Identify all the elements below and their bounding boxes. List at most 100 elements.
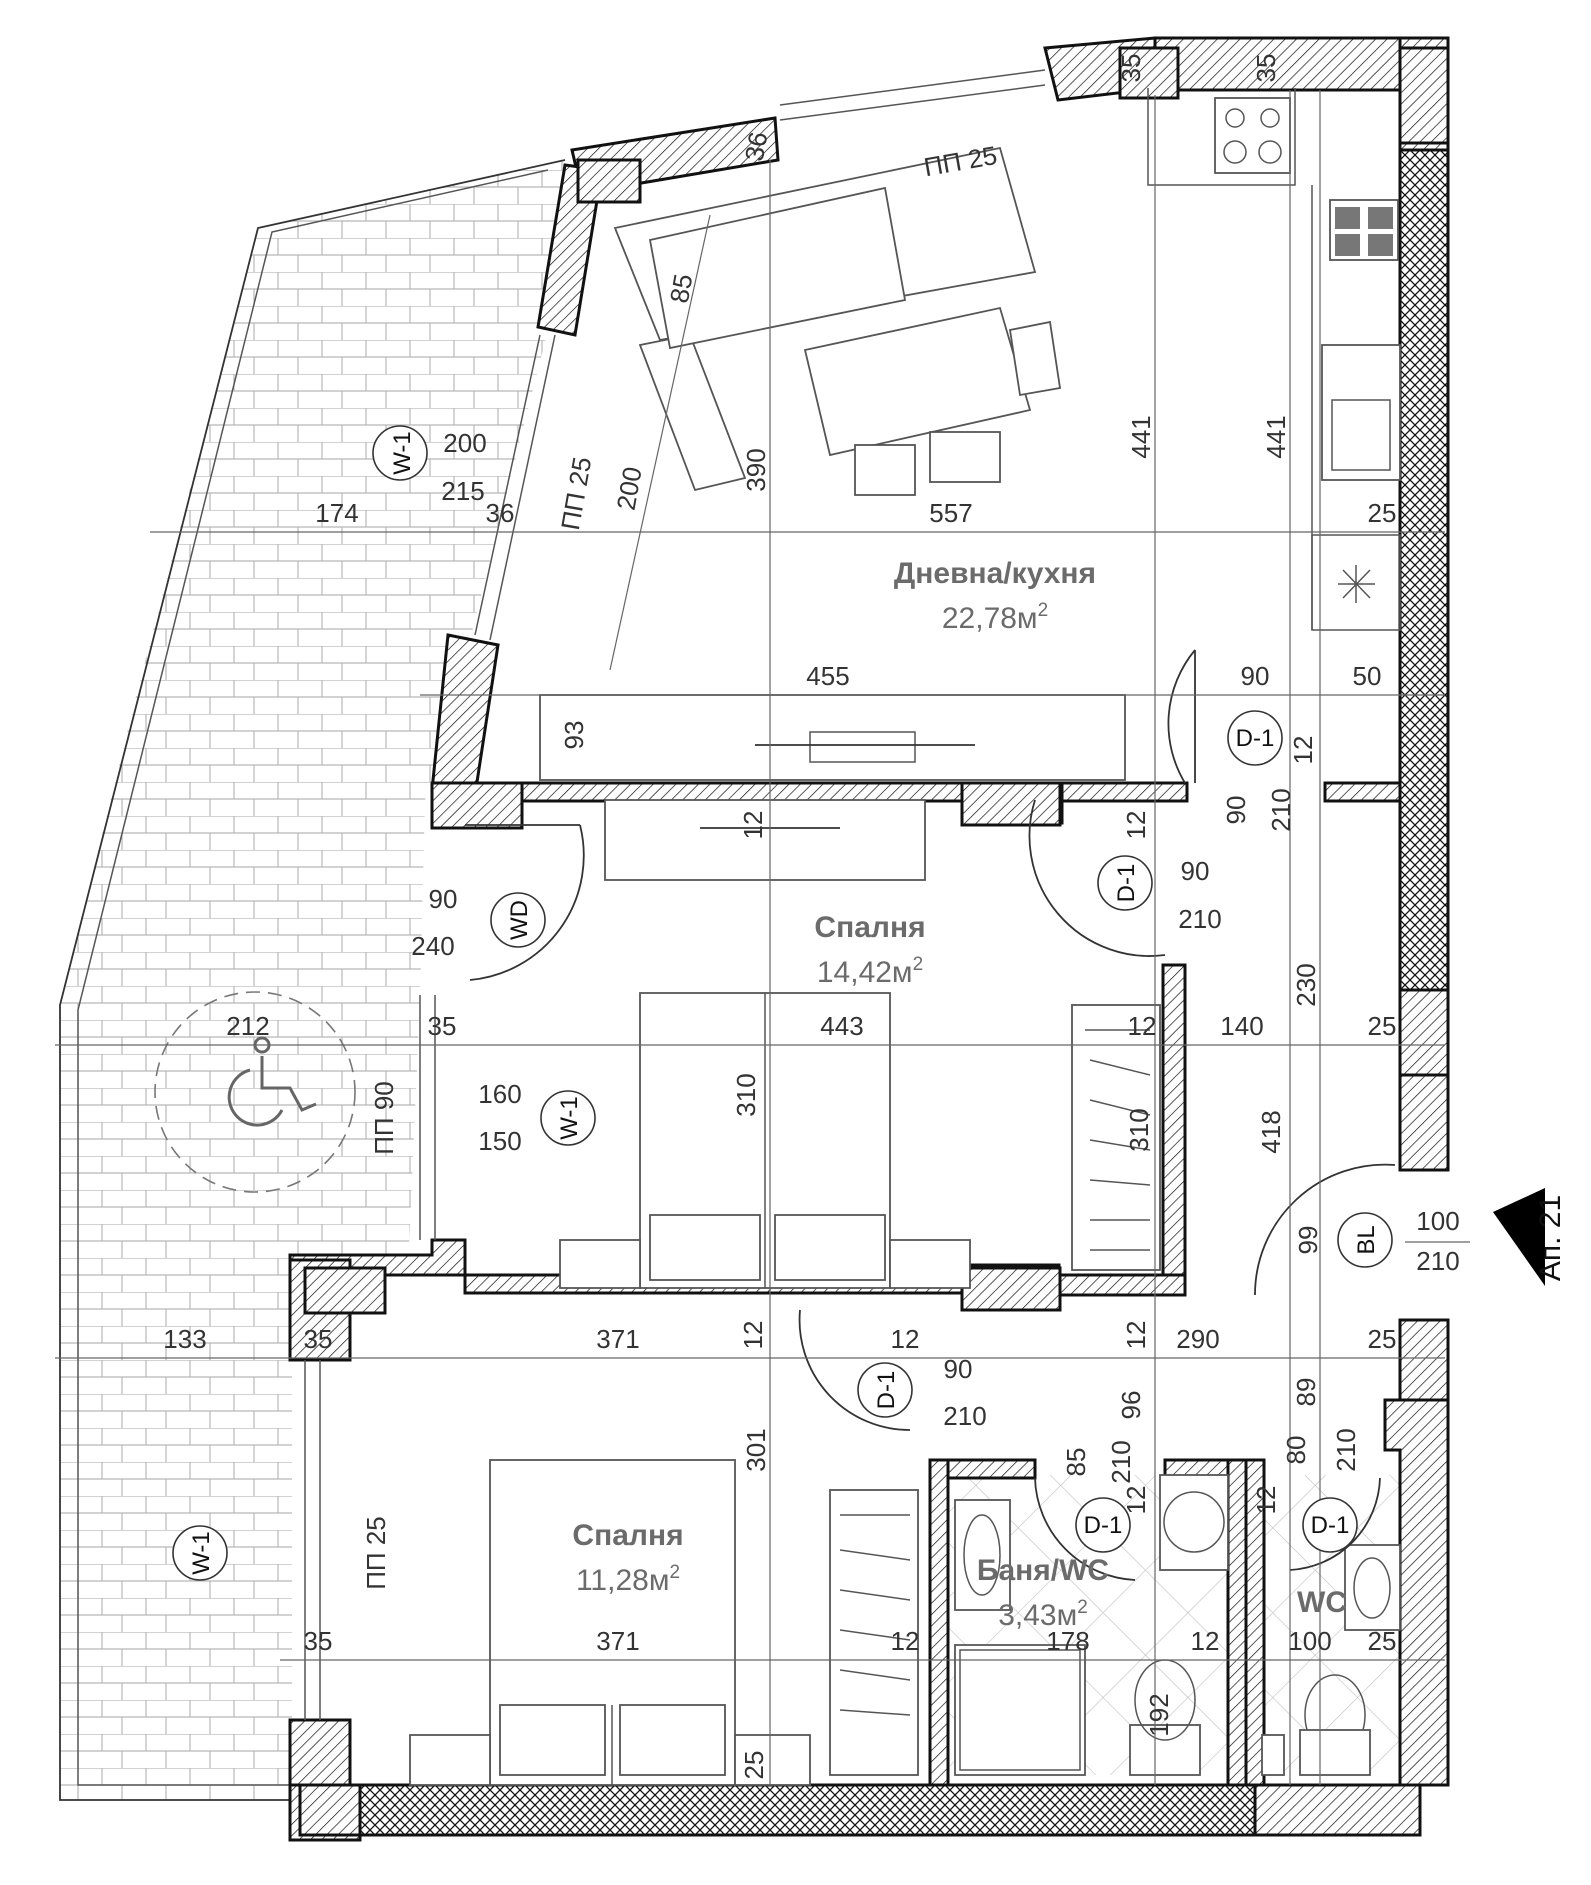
dimension-label: 310 — [731, 1073, 761, 1116]
dimension-label: 240 — [411, 931, 454, 961]
dimension-label: 25 — [1368, 498, 1397, 528]
dimension-label: 25 — [739, 1751, 769, 1780]
tag-w1-a: W-1 — [389, 431, 416, 475]
dimension-label: 200 — [611, 464, 648, 512]
dimension-label: 455 — [806, 661, 849, 691]
dimension-label: 140 — [1220, 1011, 1263, 1041]
dimension-label: 441 — [1126, 415, 1156, 458]
dimension-label: 90 — [944, 1354, 973, 1384]
dimension-label: 441 — [1261, 415, 1291, 458]
tag-pp25-c: ПП 25 — [361, 1516, 391, 1590]
dimension-label: 12 — [1121, 1486, 1151, 1515]
bedroom1-furniture — [559, 799, 1161, 1289]
dimension-label: 80 — [1281, 1436, 1311, 1465]
dimension-label: 133 — [163, 1324, 206, 1354]
tag-d1-e: D-1 — [1311, 1512, 1350, 1539]
dimension-label: 12 — [1251, 1486, 1281, 1515]
dimension-label: 90 — [1181, 856, 1210, 886]
dimension-label: 371 — [596, 1324, 639, 1354]
tag-d1-a: D-1 — [1236, 725, 1275, 752]
dimension-label: 178 — [1046, 1626, 1089, 1656]
dimension-labels: 174 557 25 36 200 215 200 390 441 441 85… — [163, 54, 1470, 1780]
dimension-label: 96 — [1116, 1391, 1146, 1420]
dimension-label: 90 — [1221, 796, 1251, 825]
dimension-label: 90 — [429, 884, 458, 914]
tag-pp90: ПП 90 — [369, 1081, 399, 1155]
dimension-label: 418 — [1256, 1110, 1286, 1153]
dimension-label: 390 — [741, 448, 771, 491]
dimension-label: 85 — [1061, 1448, 1091, 1477]
apartment-reference: Ап. 21 — [1493, 1188, 1567, 1286]
dimension-label: 99 — [1293, 1226, 1323, 1255]
room-name-bath: Баня/WC — [977, 1554, 1109, 1587]
dimension-label: 35 — [304, 1626, 333, 1656]
dimension-label: 100 — [1288, 1626, 1331, 1656]
dimension-label: 36 — [486, 498, 515, 528]
room-name-bedroom1: Спалня — [814, 911, 925, 944]
dimension-label: 36 — [739, 130, 774, 164]
sofa — [613, 146, 1037, 492]
tv-cabinet — [539, 694, 1126, 781]
dimension-label: 12 — [1191, 1626, 1220, 1656]
dimension-label: 12 — [1121, 1321, 1151, 1350]
dimension-label: 35 — [1116, 54, 1146, 83]
dimension-label: 12 — [1288, 736, 1318, 765]
room-area-living: 22,78м2 — [942, 600, 1048, 635]
room-name-bedroom2: Спалня — [572, 1519, 683, 1552]
dimension-label: 12 — [738, 1321, 768, 1350]
dimension-label: 290 — [1176, 1324, 1219, 1354]
tag-w1-b: W-1 — [556, 1096, 583, 1140]
window-lines — [304, 69, 1046, 1720]
dimension-label: 12 — [738, 811, 768, 840]
dimension-label: 215 — [441, 476, 484, 506]
dimension-label: 174 — [315, 498, 358, 528]
dimension-label: 210 — [1416, 1246, 1459, 1276]
bath-fixtures — [954, 1474, 1229, 1776]
dimension-label: 12 — [1128, 1011, 1157, 1041]
dimension-label: 100 — [1416, 1206, 1459, 1236]
arrow-icon — [1493, 1188, 1545, 1286]
dimension-label: 210 — [1178, 904, 1221, 934]
dimension-label: 310 — [1124, 1108, 1154, 1151]
room-area-bedroom2: 11,28м2 — [576, 1562, 680, 1597]
door-swings — [465, 649, 1396, 1581]
kitchen-counter — [1147, 88, 1401, 631]
dimension-label: 160 — [478, 1079, 521, 1109]
tag-pp25-b: ПП 25 — [555, 455, 597, 533]
dimension-label: 443 — [820, 1011, 863, 1041]
dimension-label: 12 — [891, 1324, 920, 1354]
dimension-label: 12 — [1121, 811, 1151, 840]
dimension-label: 35 — [1251, 54, 1281, 83]
apartment-label: Ап. 21 — [1534, 1195, 1567, 1281]
dimension-label: 301 — [741, 1428, 771, 1471]
tag-d1-b: D-1 — [1113, 864, 1140, 903]
dimension-label: 192 — [1144, 1693, 1174, 1736]
wc-fixtures — [1261, 1544, 1401, 1776]
dimension-label: 210 — [1331, 1428, 1361, 1471]
dimension-label: 12 — [891, 1626, 920, 1656]
tag-wd: WD — [506, 900, 533, 940]
room-area-bedroom1: 14,42м2 — [817, 954, 923, 989]
tag-w1-c: W-1 — [188, 1531, 215, 1575]
dimension-label: 35 — [428, 1011, 457, 1041]
dimension-label: 210 — [943, 1401, 986, 1431]
dimension-label: 93 — [559, 721, 589, 750]
dimension-label: 212 — [226, 1011, 269, 1041]
dimension-label: 210 — [1106, 1440, 1136, 1483]
room-name-living: Дневна/кухня — [894, 557, 1096, 590]
dimension-label: 89 — [1291, 1378, 1321, 1407]
dimension-label: 35 — [304, 1324, 333, 1354]
dimension-lines — [55, 90, 1445, 1785]
dimension-label: 371 — [596, 1626, 639, 1656]
dimension-label: 25 — [1368, 1324, 1397, 1354]
dimension-label: 150 — [478, 1126, 521, 1156]
dimension-label: 85 — [664, 272, 699, 306]
dimension-label: 210 — [1266, 788, 1296, 831]
dining-table — [803, 306, 1062, 496]
tag-d1-c: D-1 — [873, 1371, 900, 1410]
tag-circles — [172, 425, 1393, 1581]
dimension-label: 230 — [1291, 963, 1321, 1006]
terrace — [59, 159, 566, 1801]
tag-bl: BL — [1353, 1225, 1380, 1254]
